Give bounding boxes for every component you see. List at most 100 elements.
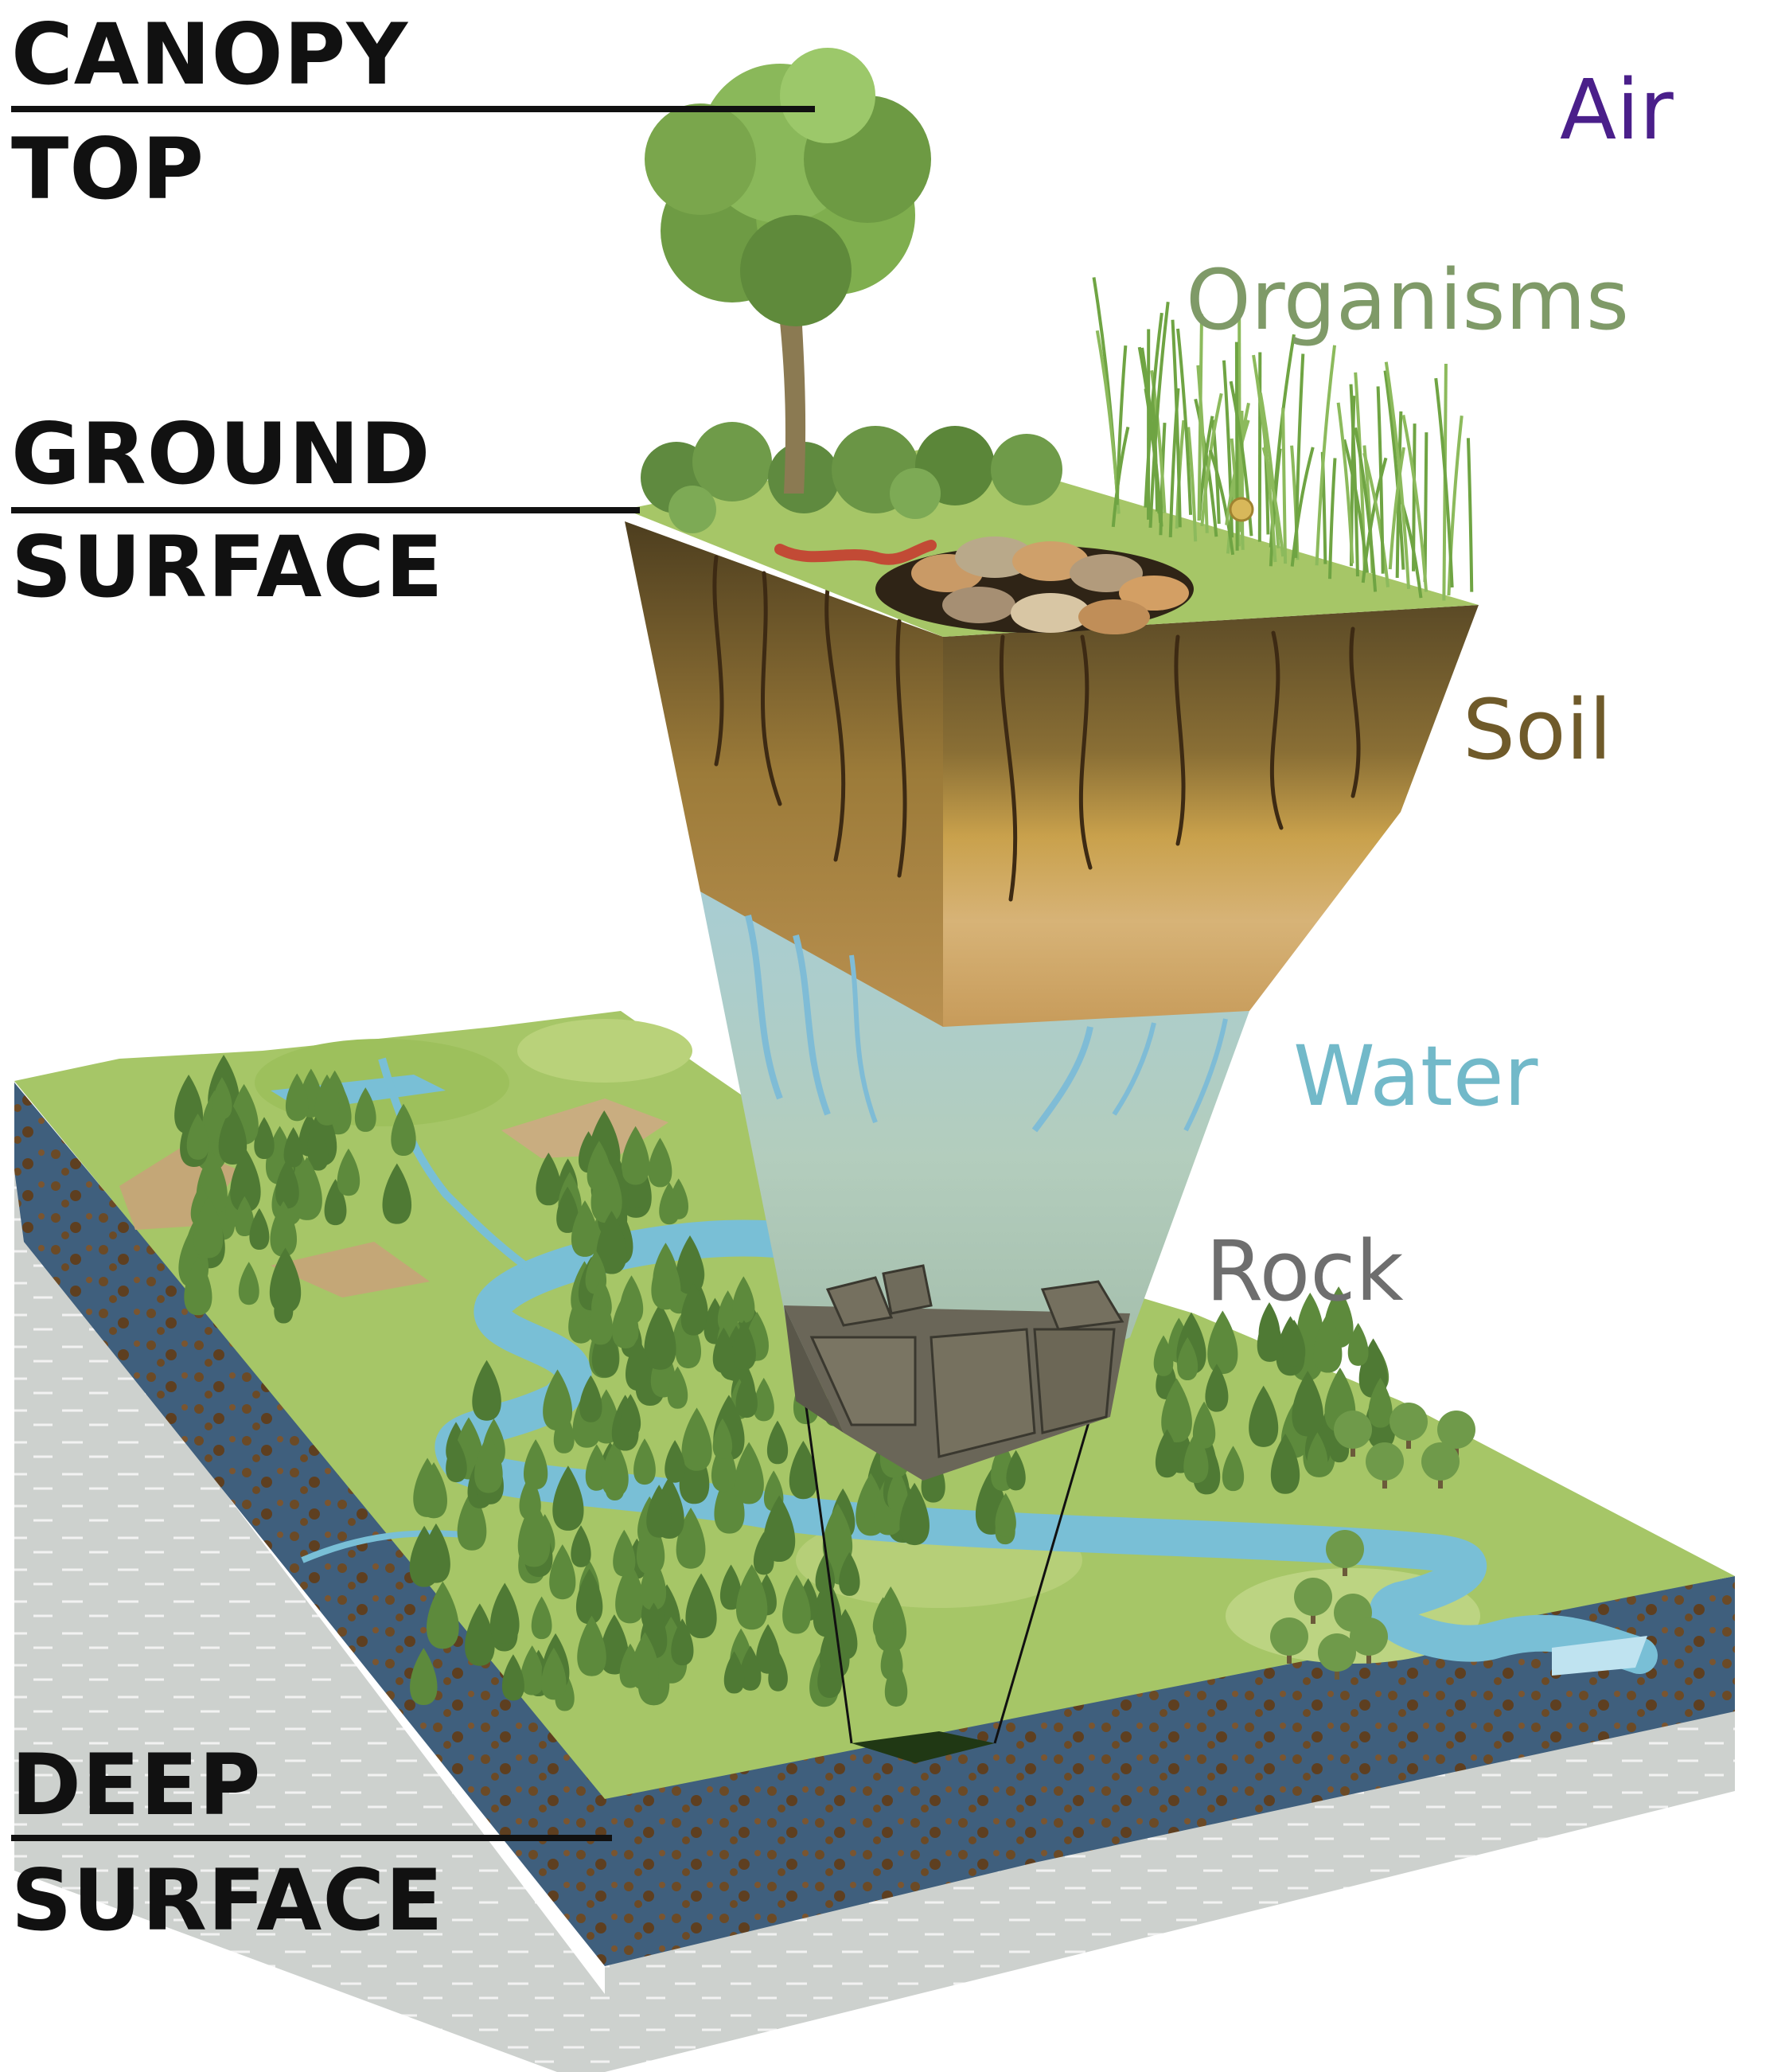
conifer-tree	[1155, 1429, 1179, 1478]
deciduous-tree	[1350, 1617, 1388, 1664]
conifer-tree	[615, 1562, 645, 1624]
component-label-rock: Rock	[1206, 1223, 1404, 1320]
grass-blade	[1175, 419, 1186, 529]
column-ground-surface	[625, 446, 1479, 637]
conifer-tree	[517, 1499, 551, 1567]
conifer-tree	[472, 1360, 501, 1421]
conifer-tree	[731, 1320, 756, 1370]
conifer-tree	[735, 1564, 768, 1630]
conifer-tree	[887, 1469, 908, 1512]
grass-blade	[1384, 361, 1411, 589]
conifer-tree	[1368, 1377, 1393, 1428]
grass-blade	[1237, 295, 1241, 533]
conifer-tree	[249, 1208, 270, 1250]
grass-blade	[1187, 427, 1198, 542]
grass-blade	[1252, 354, 1277, 563]
zone-label-canopy: CANOPY	[11, 6, 409, 103]
conifer-tree	[571, 1200, 599, 1257]
conifer-tree	[884, 1659, 908, 1707]
deciduous-tree	[1318, 1633, 1356, 1680]
fallen-leaves	[911, 537, 1189, 634]
conifer-tree	[588, 1293, 614, 1345]
conifer-tree	[536, 1152, 562, 1206]
conifer-tree	[633, 1438, 656, 1485]
conifer-tree	[1183, 1430, 1209, 1484]
conifer-tree	[1307, 1432, 1328, 1476]
grass-blade	[1362, 452, 1390, 587]
soil-column	[625, 48, 1479, 1481]
conifer-tree	[839, 1551, 860, 1596]
conifer-tree	[719, 1564, 742, 1610]
conifer-tree	[630, 1632, 659, 1691]
conifer-tree	[739, 1645, 762, 1691]
rock-outcrop	[271, 1242, 430, 1297]
aquifer-layer-left	[14, 1083, 605, 1966]
conifer-tree	[1297, 1292, 1323, 1346]
conifer-tree	[413, 1457, 442, 1517]
conifer-tree	[766, 1420, 789, 1465]
grass-blade	[1144, 312, 1163, 508]
conifer-tree	[520, 1645, 544, 1695]
conifer-tree	[1347, 1323, 1369, 1366]
zone-label-ground-surface: SURFACE	[11, 518, 444, 616]
conifer-tree	[285, 1073, 309, 1122]
grass-blade	[1258, 392, 1280, 548]
conifer-tree	[270, 1200, 298, 1257]
conifer-tree	[613, 1529, 636, 1577]
grass-blade	[1315, 345, 1337, 566]
conifer-tree	[308, 1128, 329, 1171]
conifer-tree	[193, 1196, 224, 1258]
conifer-tree	[753, 1377, 774, 1422]
conifer-tree	[587, 1141, 612, 1192]
conifer-tree	[712, 1418, 733, 1459]
deciduous-trees	[1270, 1403, 1475, 1680]
conifer-tree	[230, 1148, 261, 1212]
column-soil-right-face	[943, 605, 1479, 1027]
conifer-tree	[212, 1077, 232, 1119]
conifer-tree	[427, 1581, 459, 1649]
zone-divider-ground	[11, 507, 640, 513]
conifer-tree	[543, 1369, 573, 1431]
earthworm	[774, 540, 937, 565]
conifer-tree	[579, 1375, 602, 1422]
conifer-tree	[644, 1303, 676, 1370]
deciduous-tree	[1334, 1411, 1372, 1457]
conifer-tree	[465, 1603, 495, 1666]
conifer-tree	[681, 1407, 712, 1471]
deciduous-tree	[1437, 1411, 1475, 1457]
conifer-tree	[275, 1159, 299, 1209]
tree-icon	[645, 48, 931, 494]
grass-blade	[1095, 330, 1121, 514]
conifer-tree	[337, 1148, 361, 1196]
conifer-tree	[218, 1105, 247, 1165]
conifer-tree	[601, 1440, 629, 1497]
conifer-tree	[186, 1113, 209, 1160]
zone-label-ground: GROUND	[11, 405, 431, 503]
conifer-tree	[625, 1337, 651, 1391]
zone-divider-deep	[11, 1835, 612, 1841]
conifer-tree	[819, 1616, 850, 1679]
conifer-tree	[648, 1137, 672, 1188]
conifer-tree	[620, 1394, 641, 1437]
conifer-tree	[659, 1182, 680, 1225]
grass-blade	[1261, 447, 1285, 557]
grass-blade	[1115, 345, 1128, 505]
conifer-tree	[723, 1651, 745, 1694]
conifer-tree	[1161, 1378, 1192, 1442]
conifer-tree	[1257, 1309, 1283, 1362]
conifer-tree	[667, 1366, 688, 1409]
zone-label-deep: DEEP	[11, 1736, 262, 1834]
conifer-tree	[995, 1493, 1016, 1537]
conifer-tree	[1249, 1385, 1279, 1447]
conifer-tree	[531, 1596, 552, 1640]
grass-blade	[1328, 458, 1337, 579]
conifer-tree	[651, 1247, 681, 1310]
conifer-tree	[822, 1503, 853, 1566]
deciduous-tree	[1366, 1442, 1404, 1489]
conifer-tree	[501, 1654, 524, 1701]
conifer-tree	[1006, 1450, 1026, 1491]
conifer-tree	[409, 1525, 439, 1587]
conifer-tree	[671, 1618, 694, 1666]
